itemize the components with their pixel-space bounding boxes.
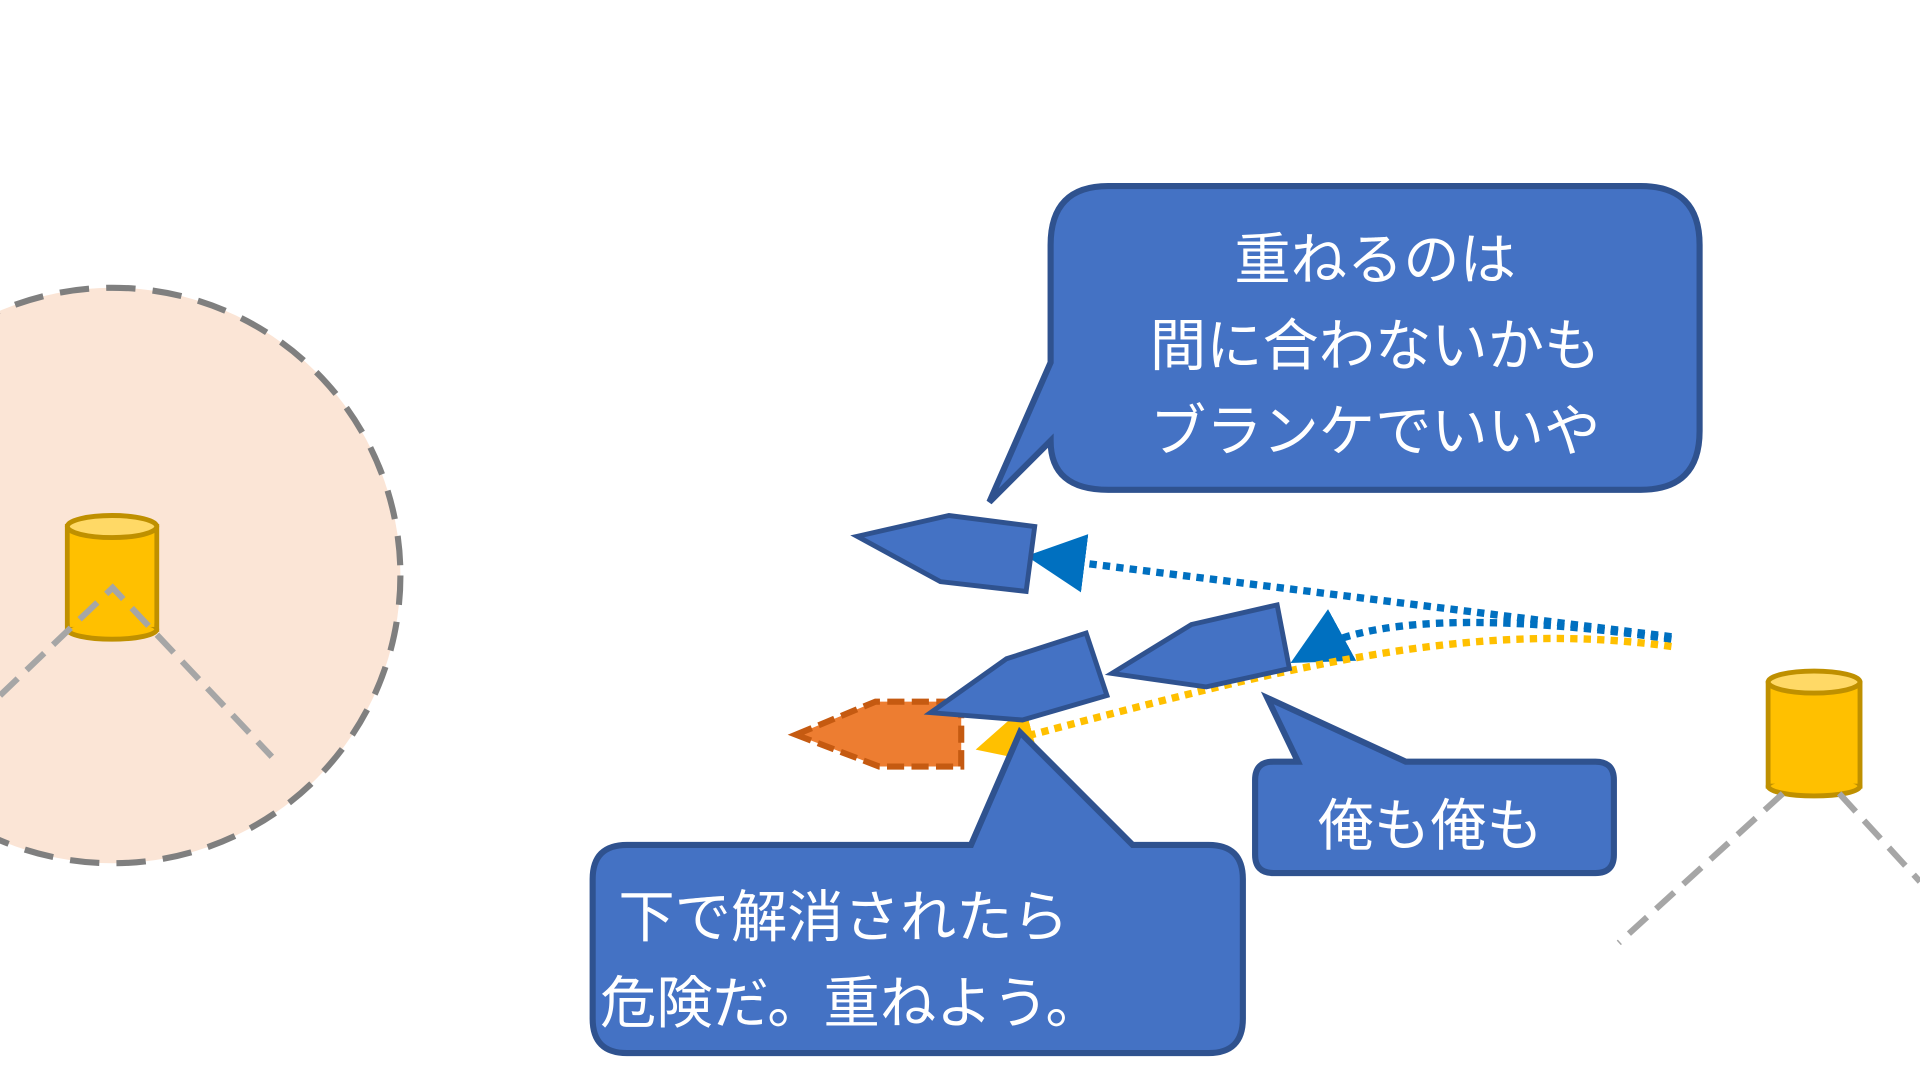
callout-top: 重ねるのは 間に合わないかも ブランケでいいや [986, 183, 1703, 505]
right-tower-sight-line [1836, 791, 1920, 884]
callout-bottom-line: 下で解消されたら [618, 886, 1069, 951]
callout-bottom-line: 危険だ。重ねよう。 [600, 971, 1102, 1036]
blue-ship [1104, 601, 1293, 690]
enemy-ship-orange [787, 698, 965, 770]
callout-right: 俺も俺も [1252, 691, 1617, 877]
callout-bottom: 下で解消されたら 危険だ。重ねよう。 [589, 726, 1246, 1057]
blue-ship [850, 513, 1038, 595]
right-tower-icon [1765, 668, 1863, 799]
tower-range-zone [0, 284, 404, 867]
callout-right-line: 俺も俺も [1318, 794, 1543, 859]
blue-path-arrow [1290, 609, 1672, 664]
yellow-path-arrow [975, 634, 1672, 763]
blue-ship [923, 629, 1111, 723]
callout-top-line: ブランケでいいや [1150, 400, 1601, 465]
callout-top-line: 重ねるのは [1234, 228, 1516, 293]
callout-top-line: 間に合わないかも [1150, 314, 1601, 379]
left-tower-icon [64, 513, 160, 642]
blue-path-arrow [1026, 534, 1672, 641]
left-tower-sight-lines [0, 583, 275, 759]
right-tower-sight-line [1616, 791, 1785, 946]
